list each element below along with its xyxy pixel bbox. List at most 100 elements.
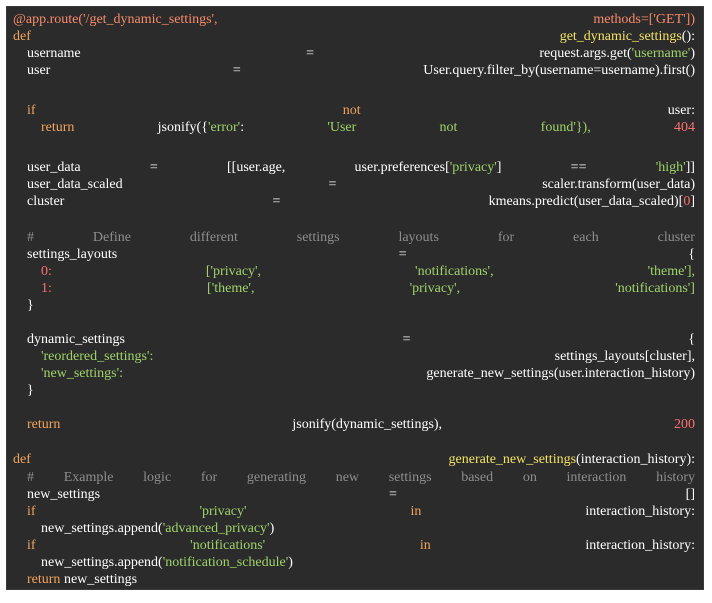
code-token: new_settings <box>27 487 101 502</box>
code-token: if <box>27 538 36 553</box>
code-token: User.query.filter_by(username=username).… <box>423 63 695 78</box>
code-token: 'notifications' <box>190 538 266 553</box>
code-line: user_data = [[user.age, user.preferences['p… <box>27 159 695 176</box>
code-token: based <box>461 470 494 485</box>
code-line: # Define different settings layouts for each cl… <box>27 229 695 246</box>
code-token: generate_new_settings(user.interaction_h… <box>426 366 695 381</box>
code-line: def get_dynamic_settings(): <box>13 28 695 45</box>
code-token: == <box>570 160 587 175</box>
code-token: { <box>688 332 695 347</box>
code-line: } <box>27 382 695 399</box>
code-line: if not user: <box>27 102 695 119</box>
code-token: methods=['GET']) <box>593 12 695 27</box>
code-line: } <box>27 297 695 314</box>
code-token: in <box>410 504 422 519</box>
code-token: scaler.transform(user_data) <box>542 177 695 192</box>
code-token: dynamic_settings <box>27 332 125 347</box>
code-token: found'}), <box>540 120 591 135</box>
code-line: user=User.query.filter_by(username=usern… <box>27 62 695 79</box>
code-token: get_dynamic_settings(): <box>559 29 695 44</box>
code-token: user_data_scaled <box>27 177 123 192</box>
code-token: 404 <box>673 120 695 135</box>
code-line: username=request.args.get('username') <box>27 45 695 62</box>
code-token: 'privacy', <box>409 281 461 296</box>
code-token: user: <box>667 103 695 118</box>
code-token: 'theme'], <box>647 264 695 279</box>
code-token: [[user.age, <box>227 160 286 175</box>
code-line: # Example logic for generating new settings bas… <box>27 469 695 486</box>
code-token: = <box>272 194 281 209</box>
code-token: new <box>335 470 360 485</box>
code-line: return new_settings <box>27 571 695 588</box>
code-token: ['privacy', <box>205 264 262 279</box>
code-line: new_settings=[] <box>27 486 695 503</box>
code-token: if <box>27 103 36 118</box>
code-token: user <box>27 63 51 78</box>
code-token: @app.route('/get_dynamic_settings', <box>13 12 218 27</box>
code-token: each <box>573 230 599 245</box>
code-token: = <box>398 247 407 262</box>
code-token: Example <box>63 470 114 485</box>
code-token: on <box>522 470 537 485</box>
code-line: new_settings.append('advanced_privacy') <box>41 520 695 537</box>
code-token: not <box>439 120 458 135</box>
code-token: for <box>497 230 515 245</box>
code-token: def <box>13 29 31 44</box>
code-token: cluster <box>27 194 65 209</box>
code-token: layouts <box>398 230 439 245</box>
code-line: @app.route('/get_dynamic_settings', metho… <box>13 11 695 28</box>
code-token: for <box>200 470 218 485</box>
code-token: user.preferences['privacy'] <box>354 160 502 175</box>
code-token: # <box>27 230 34 245</box>
code-line: 1:['theme','privacy','notifications'] <box>41 280 695 297</box>
code-token: return <box>27 417 61 432</box>
code-token: user_data <box>27 160 81 175</box>
code-token: new_settings <box>63 572 138 587</box>
code-token: cluster <box>657 230 695 245</box>
code-line: new_settings.append('notification_schedu… <box>41 554 695 571</box>
code-token: 'privacy' <box>199 504 247 519</box>
code-token: } <box>27 383 34 398</box>
code-token: new_settings.append('notification_schedu… <box>41 555 293 570</box>
code-token: 'notifications'] <box>615 281 695 296</box>
code-token: new_settings.append('advanced_privacy') <box>41 521 275 536</box>
code-editor-panel: @app.route('/get_dynamic_settings', metho… <box>6 6 704 590</box>
code-token: = <box>328 177 337 192</box>
code-token: # <box>27 470 34 485</box>
code-token: interaction <box>566 470 627 485</box>
code-token: = <box>149 160 158 175</box>
code-line: 0:['privacy','notifications','theme'], <box>41 263 695 280</box>
code-token: interaction_history: <box>585 538 695 553</box>
code-token: } <box>27 298 34 313</box>
code-token: 'new_settings': <box>41 366 124 381</box>
code-token: 'high']] <box>655 160 695 175</box>
code-token: settings <box>388 470 432 485</box>
code-token: 'reordered_settings': <box>41 349 154 364</box>
code-token: = <box>402 332 411 347</box>
code-token: settings_layouts[cluster], <box>554 349 695 364</box>
code-token: ['theme', <box>207 281 255 296</box>
code-token: different <box>189 230 238 245</box>
code-token: jsonify(dynamic_settings), <box>292 417 443 432</box>
code-line: 'new_settings': generate_new_settings(use… <box>41 365 695 382</box>
code-token: generate_new_settings(interaction_histor… <box>448 452 695 467</box>
code-token: history <box>656 470 695 485</box>
code-token: jsonify({'error': <box>157 120 245 135</box>
code-token: logic <box>143 470 172 485</box>
code-token: = <box>306 46 314 61</box>
code-token: generating <box>246 470 306 485</box>
code-token: settings <box>296 230 340 245</box>
code-token: if <box>27 504 36 519</box>
code-token: return <box>41 120 75 135</box>
code-token: return <box>27 572 64 587</box>
code-token: 0: <box>41 264 52 279</box>
code-token: kmeans.predict(user_data_scaled)[0] <box>488 194 695 209</box>
code-token: not <box>342 103 361 118</box>
code-line: 'reordered_settings': settings_layouts[cl… <box>41 348 695 365</box>
code-line: dynamic_settings = { <box>27 331 695 348</box>
code-token: Define <box>92 230 131 245</box>
code-token: [] <box>685 487 695 502</box>
code-token: in <box>419 538 431 553</box>
